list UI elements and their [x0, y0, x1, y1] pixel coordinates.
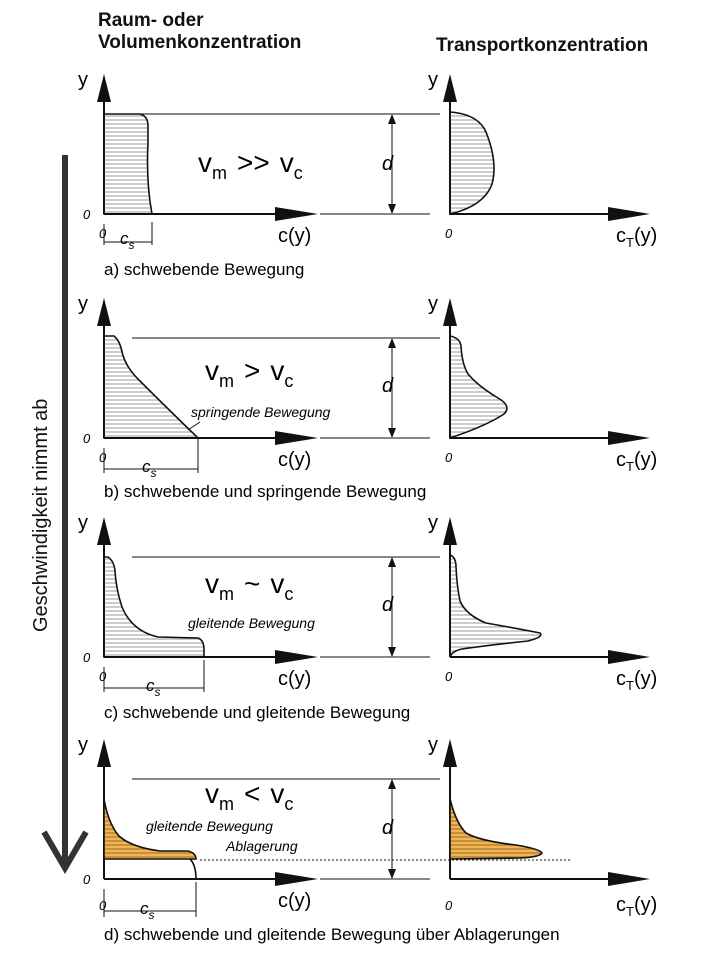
y-axis-arrowhead-left — [97, 739, 111, 767]
x-axis-arrowhead-right — [608, 431, 650, 445]
panel-a: y y 0 0 d vm>>vc cs c(y) 0 cT(y) a) schw… — [78, 69, 657, 279]
depth-label: d — [382, 817, 394, 839]
y-axis-label-right: y — [428, 734, 438, 756]
x-axis-label-right: cT(y) — [616, 668, 657, 693]
left-column-header: Raum- oder Volumenkonzentration — [98, 10, 301, 54]
y-axis-label-left: y — [78, 293, 88, 315]
depth-arrowhead-bottom — [388, 647, 396, 657]
velocity-relation: vm>>vc — [198, 147, 303, 183]
left-header-line-1: Raum- oder — [98, 10, 204, 31]
velocity-relation: vm>vc — [205, 355, 293, 391]
y-axis-arrowhead-right — [443, 298, 457, 326]
cs-label: cs — [140, 899, 155, 922]
y-axis-label-right: y — [428, 512, 438, 534]
x-axis-arrowhead-right — [608, 872, 650, 886]
depth-label: d — [382, 375, 394, 397]
y-axis-arrowhead-left — [97, 74, 111, 102]
right-column-header: Transportkonzentration — [436, 35, 649, 56]
y-axis-label-left: y — [78, 69, 88, 91]
x-zero-right: 0 — [445, 669, 453, 684]
transport-profile-right — [449, 335, 508, 440]
depth-label: d — [382, 153, 394, 175]
cs-label: cs — [142, 457, 157, 480]
panel-b: y y 0 0 cs springende Bewegung d vm>vc c… — [78, 293, 657, 501]
motion-annotation: gleitende Bewegung — [188, 615, 315, 631]
concentration-profile-left — [103, 556, 205, 658]
zero-label-left: 0 — [83, 207, 91, 222]
left-header-line-2: Volumenkonzentration — [98, 32, 302, 53]
deposit-annotation: Ablagerung — [225, 838, 298, 854]
y-axis-label-right: y — [428, 69, 438, 91]
transport-profile-right — [449, 553, 542, 658]
y-axis-label-left: y — [78, 512, 88, 534]
x-zero-left: 0 — [99, 898, 107, 913]
concentration-profile-left — [103, 335, 200, 439]
panel-caption: b) schwebende und springende Bewegung — [104, 482, 426, 501]
x-axis-label-left: c(y) — [278, 449, 311, 471]
x-axis-arrowhead-left — [275, 650, 318, 664]
x-zero-left: 0 — [99, 226, 107, 241]
depth-arrowhead-top — [388, 114, 396, 124]
x-axis-label-left: c(y) — [278, 225, 311, 247]
y-axis-arrowhead-right — [443, 739, 457, 767]
zero-label-left: 0 — [83, 650, 91, 665]
x-axis-label-right: cT(y) — [616, 449, 657, 474]
transport-profile-right — [449, 111, 495, 216]
velocity-relation: vm~vc — [205, 568, 293, 604]
panel-c: y y 0 0 cs gleitende Bewegung d vm~vc c(… — [78, 512, 657, 722]
depth-arrowhead-top — [388, 779, 396, 789]
x-zero-right: 0 — [445, 450, 453, 465]
y-axis-arrowhead-left — [97, 517, 111, 545]
x-axis-arrowhead-left — [275, 872, 318, 886]
panel-caption: a) schwebende Bewegung — [104, 260, 304, 279]
depth-arrowhead-bottom — [388, 869, 396, 879]
depth-arrowhead-bottom — [388, 428, 396, 438]
deposit-edge — [189, 858, 197, 880]
x-axis-label-left: c(y) — [278, 668, 311, 690]
x-axis-label-right: cT(y) — [616, 225, 657, 250]
motion-annotation: springende Bewegung — [191, 404, 331, 420]
panel-caption: c) schwebende und gleitende Bewegung — [104, 703, 410, 722]
x-axis-arrowhead-right — [608, 207, 650, 221]
y-axis-arrowhead-right — [443, 517, 457, 545]
cs-label: cs — [120, 229, 135, 252]
annotation-leader — [187, 421, 201, 431]
panel-caption: d) schwebende und gleitende Bewegung übe… — [104, 925, 560, 944]
y-axis-arrowhead-left — [97, 298, 111, 326]
cs-label: cs — [146, 676, 161, 699]
x-axis-arrowhead-right — [608, 650, 650, 664]
depth-arrowhead-top — [388, 338, 396, 348]
x-axis-label-right: cT(y) — [616, 894, 657, 919]
depth-label: d — [382, 594, 394, 616]
y-axis-label-right: y — [428, 293, 438, 315]
concentration-profile-left — [103, 113, 153, 215]
motion-annotation: gleitende Bewegung — [146, 818, 273, 834]
panel-d: y y 0 0 cs gleitende Bewegung Ablagerung… — [78, 734, 657, 944]
x-zero-right: 0 — [445, 226, 453, 241]
x-axis-label-left: c(y) — [278, 890, 311, 912]
y-axis-arrowhead-right — [443, 74, 457, 102]
x-axis-arrowhead-left — [275, 431, 318, 445]
zero-label-left: 0 — [83, 431, 91, 446]
y-axis-label-left: y — [78, 734, 88, 756]
depth-arrowhead-bottom — [388, 204, 396, 214]
x-zero-left: 0 — [99, 669, 107, 684]
concentration-profile-left — [103, 798, 197, 860]
velocity-relation: vm<vc — [205, 778, 293, 814]
x-zero-left: 0 — [99, 450, 107, 465]
x-axis-arrowhead-left — [275, 207, 318, 221]
x-zero-right: 0 — [445, 898, 453, 913]
depth-arrowhead-top — [388, 557, 396, 567]
zero-label-left: 0 — [83, 872, 91, 887]
transport-profile-right — [449, 798, 543, 860]
